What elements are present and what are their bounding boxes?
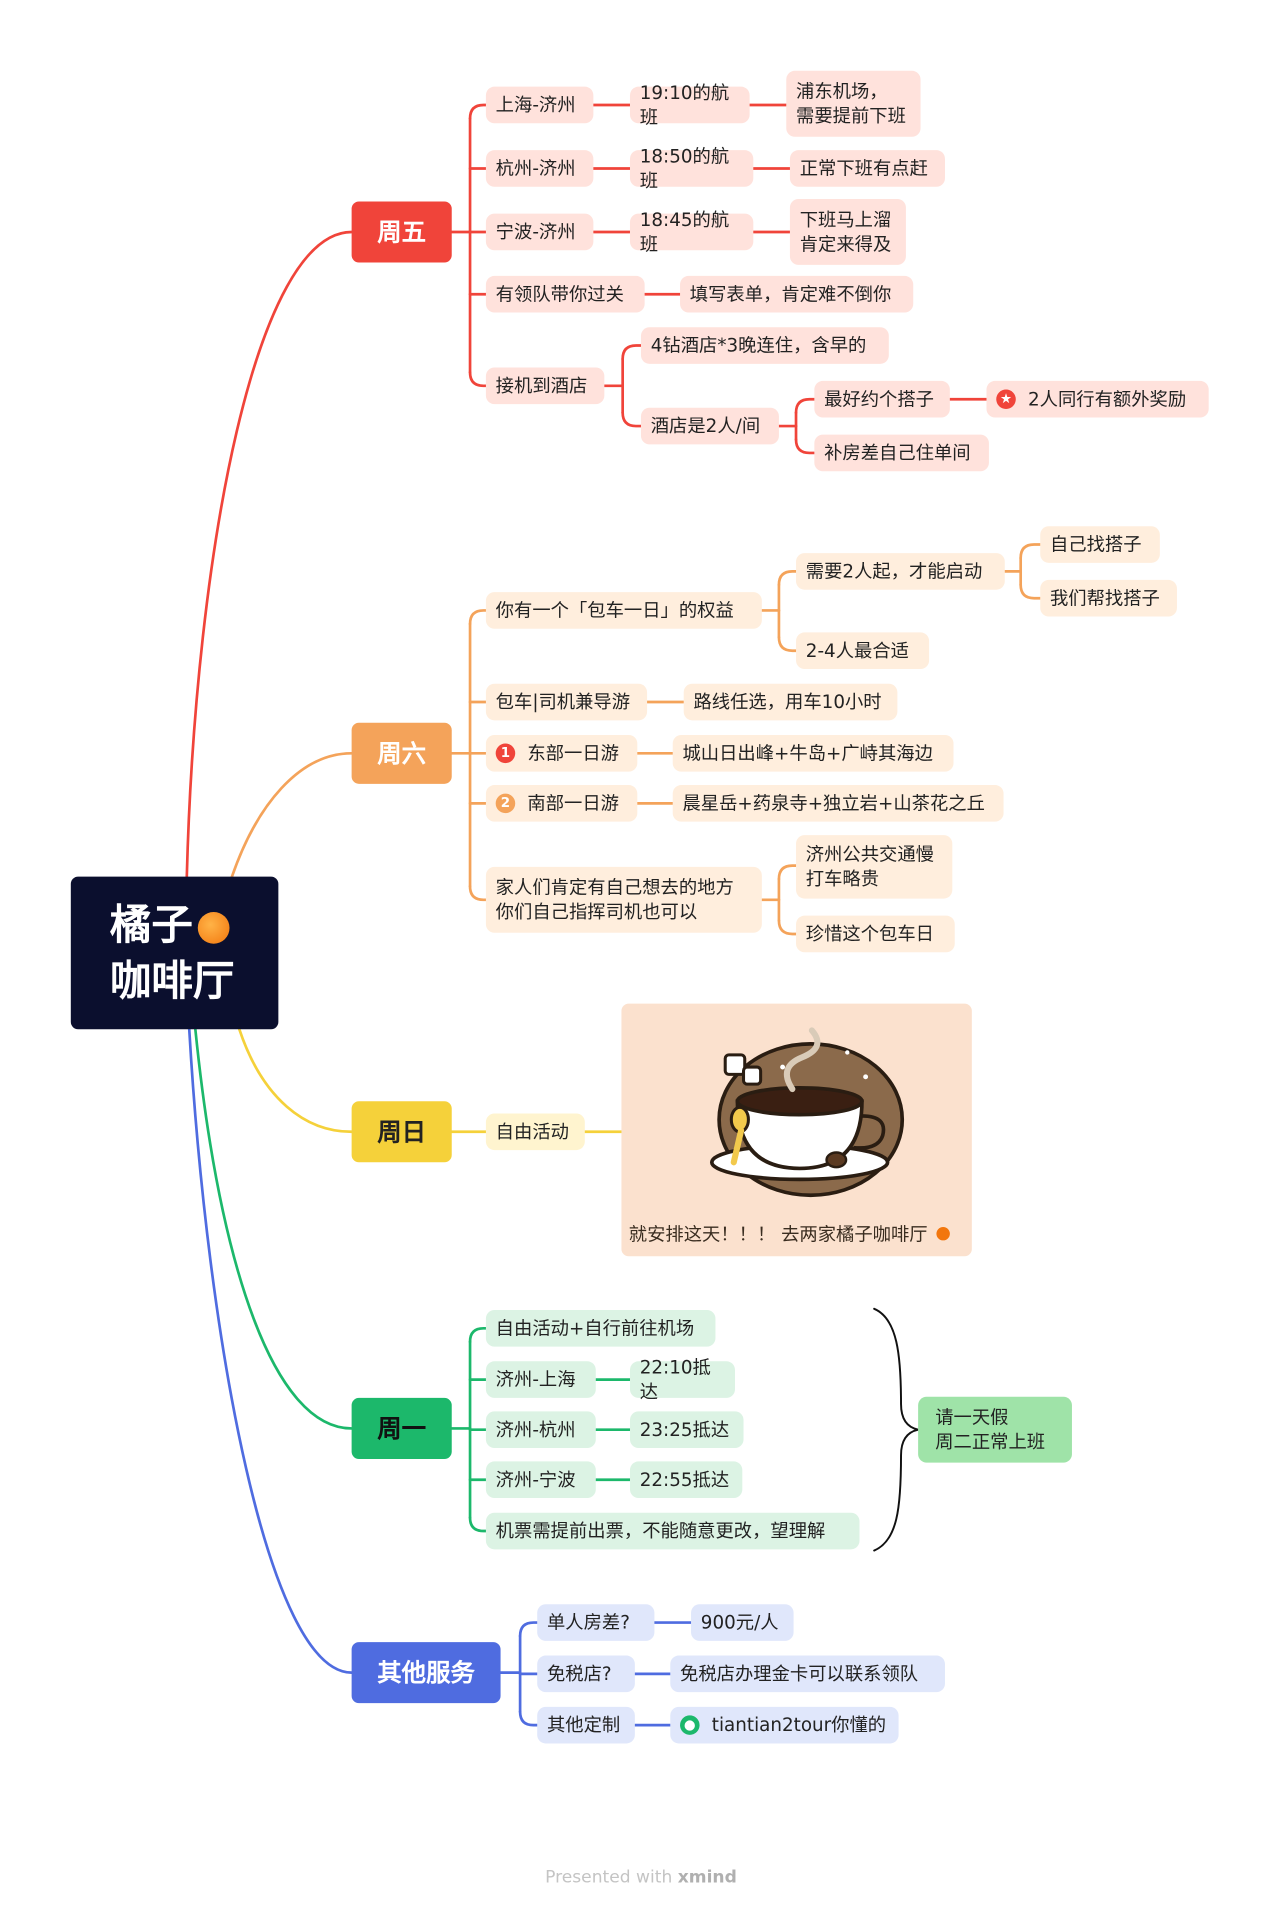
- xmind-brand: xmind: [677, 1867, 737, 1888]
- orange-icon: [935, 1227, 950, 1241]
- branch-monday[interactable]: 周一: [351, 1397, 452, 1459]
- south-tour-route[interactable]: 晨星岳+药泉寺+独立岩+山茶花之丘: [672, 785, 1004, 822]
- free-activity[interactable]: 自由活动: [485, 1113, 585, 1151]
- flight-time[interactable]: 19:10的航班: [629, 82, 750, 128]
- east-tour[interactable]: 1 东部一日游: [485, 734, 638, 772]
- driver-note[interactable]: 路线任选，用车10小时: [683, 683, 898, 721]
- ticket-note[interactable]: 机票需提前出票，不能随意更改，望理解: [485, 1512, 860, 1550]
- single-room-question[interactable]: 单人房差?: [537, 1604, 655, 1641]
- star-badge-icon: ★: [996, 389, 1016, 410]
- coffee-image-card[interactable]: 就安排这天！！！ 去两家橘子咖啡厅: [621, 1003, 972, 1257]
- cherish-note[interactable]: 珍惜这个包车日: [796, 915, 955, 953]
- route-jeju-shanghai[interactable]: 济州-上海: [485, 1361, 596, 1398]
- flight-note[interactable]: 下班马上溜 肯定来得及: [789, 199, 906, 265]
- route-ningbo-jeju[interactable]: 宁波-济州: [485, 213, 594, 251]
- duty-free-question[interactable]: 免税店?: [537, 1655, 635, 1693]
- custom-question[interactable]: 其他定制: [537, 1706, 635, 1744]
- custom-answer[interactable]: ● tiantian2tour你懂的: [670, 1706, 899, 1744]
- coffee-caption: 就安排这天！！！ 去两家橘子咖啡厅: [629, 1221, 950, 1247]
- guide-topic[interactable]: 有领队带你过关: [485, 275, 645, 313]
- number-1-icon: 1: [495, 743, 516, 764]
- branch-other-services[interactable]: 其他服务: [351, 1642, 501, 1704]
- root-title-line1: 橘子: [109, 900, 193, 950]
- hotel-room[interactable]: 酒店是2人/间: [640, 407, 779, 445]
- single-room[interactable]: 补房差自己住单间: [814, 434, 989, 472]
- route-jeju-hangzhou[interactable]: 济州-杭州: [485, 1411, 596, 1448]
- presented-with-footer: Presented with xmind: [0, 1868, 1282, 1888]
- charter-right[interactable]: 你有一个「包车一日」的权益: [485, 592, 762, 629]
- number-2-icon: 2: [495, 793, 516, 814]
- route-shanghai-jeju[interactable]: 上海-济州: [485, 86, 594, 124]
- coffee-caption-text: 就安排这天！！！ 去两家橘子咖啡厅: [628, 1223, 928, 1246]
- root-topic[interactable]: 橘子 咖啡厅: [70, 876, 279, 1030]
- driver-guide[interactable]: 包车|司机兼导游: [485, 683, 648, 721]
- contact-user-icon: ●: [680, 1715, 700, 1735]
- duty-free-answer[interactable]: 免税店办理金卡可以联系领队: [670, 1655, 945, 1693]
- root-title-line2: 咖啡厅: [109, 956, 235, 1006]
- route-jeju-ningbo[interactable]: 济州-宁波: [485, 1461, 596, 1499]
- branch-sunday[interactable]: 周日: [351, 1101, 452, 1163]
- bonus-note[interactable]: ★ 2人同行有额外奖励: [986, 380, 1209, 418]
- arrival-time[interactable]: 22:55抵达: [629, 1461, 743, 1499]
- east-tour-route[interactable]: 城山日出峰+牛岛+广峙其海边: [672, 734, 954, 772]
- branch-saturday[interactable]: 周六: [351, 722, 452, 784]
- charter-minimum[interactable]: 需要2人起，才能启动: [796, 553, 1005, 590]
- south-tour-label: 南部一日游: [527, 792, 620, 815]
- orange-icon: [197, 911, 230, 944]
- transport-note[interactable]: 济州公共交通慢 打车略贵: [796, 835, 953, 899]
- branch-friday[interactable]: 周五: [351, 201, 452, 263]
- bonus-text: 2人同行有额外奖励: [1027, 388, 1187, 411]
- find-partner-help[interactable]: 我们帮找搭子: [1040, 579, 1177, 617]
- route-hangzhou-jeju[interactable]: 杭州-济州: [485, 150, 594, 187]
- coffee-cup-illustration: [709, 1027, 905, 1198]
- flight-note[interactable]: 正常下班有点赶: [789, 150, 945, 187]
- flight-note[interactable]: 浦东机场， 需要提前下班: [786, 70, 921, 137]
- charter-best-size[interactable]: 2-4人最合适: [796, 632, 930, 670]
- east-tour-label: 东部一日游: [527, 742, 620, 765]
- custom-answer-text: tiantian2tour你懂的: [711, 1714, 887, 1737]
- south-tour[interactable]: 2 南部一日游: [485, 785, 638, 822]
- hotel-stay[interactable]: 4钻酒店*3晚连住，含早的: [640, 327, 889, 364]
- leave-summary[interactable]: 请一天假 周二正常上班: [918, 1396, 1072, 1463]
- flight-time[interactable]: 18:50的航班: [629, 145, 754, 192]
- hotel-transfer-topic[interactable]: 接机到酒店: [485, 367, 605, 405]
- free-activity-airport[interactable]: 自由活动+自行前往机场: [485, 1310, 716, 1347]
- family-choice[interactable]: 家人们肯定有自己想去的地方 你们自己指挥司机也可以: [485, 866, 762, 933]
- footer-prefix: Presented with: [545, 1867, 673, 1888]
- single-room-price[interactable]: 900元/人: [691, 1604, 794, 1641]
- find-partner[interactable]: 最好约个搭子: [814, 380, 950, 418]
- find-partner-self[interactable]: 自己找搭子: [1040, 526, 1160, 563]
- arrival-time[interactable]: 23:25抵达: [629, 1411, 744, 1448]
- flight-time[interactable]: 18:45的航班: [629, 209, 754, 255]
- guide-note[interactable]: 填写表单，肯定难不倒你: [680, 275, 914, 313]
- arrival-time[interactable]: 22:10抵达: [629, 1356, 735, 1403]
